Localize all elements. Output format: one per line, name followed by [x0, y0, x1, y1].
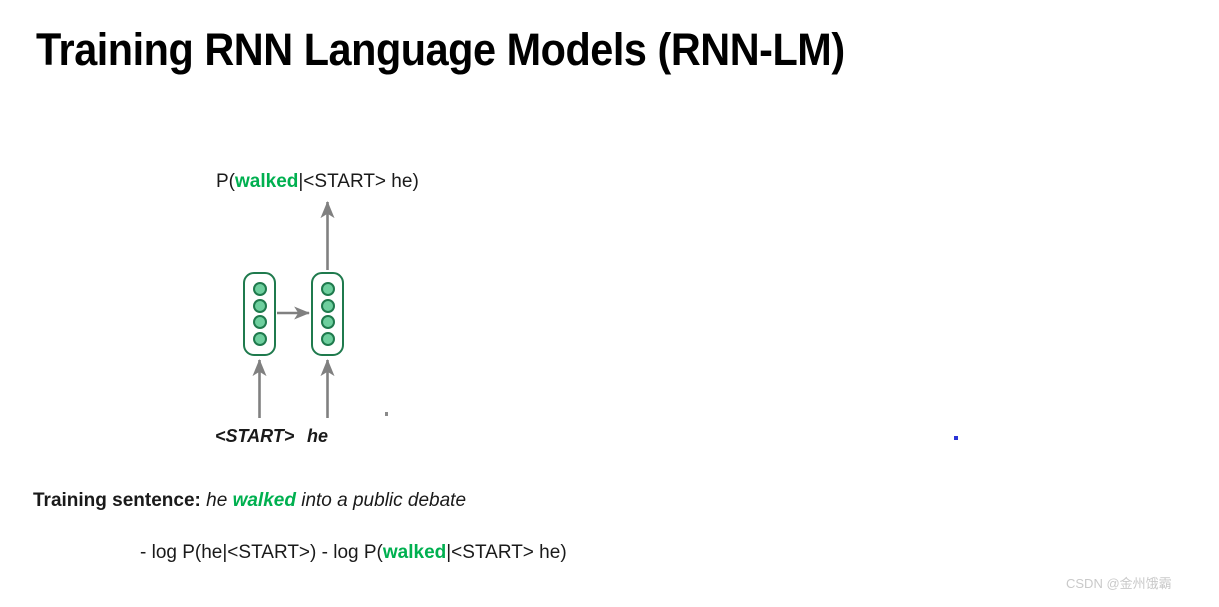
loss-part-2: |<START> he)	[446, 542, 567, 563]
loss-part-1: - log P(he|<START>) - log P(	[140, 542, 383, 563]
hidden-unit-icon	[252, 315, 267, 330]
hidden-unit-icon	[252, 332, 267, 347]
hidden-unit-icon	[252, 298, 267, 313]
input-token-he: he	[307, 426, 329, 446]
hidden-unit-icon	[320, 298, 335, 313]
prob-middle: |<START> he	[298, 171, 413, 192]
prob-highlight-word: walked	[235, 171, 299, 192]
training-sentence-highlight: walked	[232, 490, 296, 511]
rnn-cell-1	[243, 272, 276, 356]
watermark: CSDN @金州饿霸	[1066, 576, 1172, 591]
hidden-unit-icon	[320, 315, 335, 330]
input-token-start: <START>	[215, 426, 295, 446]
prob-prefix: P(	[216, 171, 235, 192]
page-title: Training RNN Language Models (RNN-LM)	[36, 24, 845, 75]
stray-speck-gray	[385, 412, 388, 416]
training-sentence-label: Training sentence:	[33, 490, 201, 511]
hidden-unit-icon	[320, 332, 335, 347]
stray-speck-blue	[954, 436, 958, 440]
prob-suffix: )	[412, 171, 419, 192]
hidden-unit-icon	[320, 281, 335, 296]
training-sentence-part-2: into a public debate	[295, 490, 467, 511]
loss-formula-line: - log P(he|<START>) - log P(walked|<STAR…	[140, 543, 567, 562]
hidden-unit-icon	[252, 281, 267, 296]
training-sentence-part-1: he	[200, 490, 233, 511]
loss-highlight-word: walked	[382, 542, 447, 563]
rnn-cell-2	[311, 272, 344, 356]
training-sentence-line: Training sentence: he walked into a publ…	[33, 491, 466, 510]
output-probability-label: P(walked|<START> he)	[216, 172, 419, 191]
